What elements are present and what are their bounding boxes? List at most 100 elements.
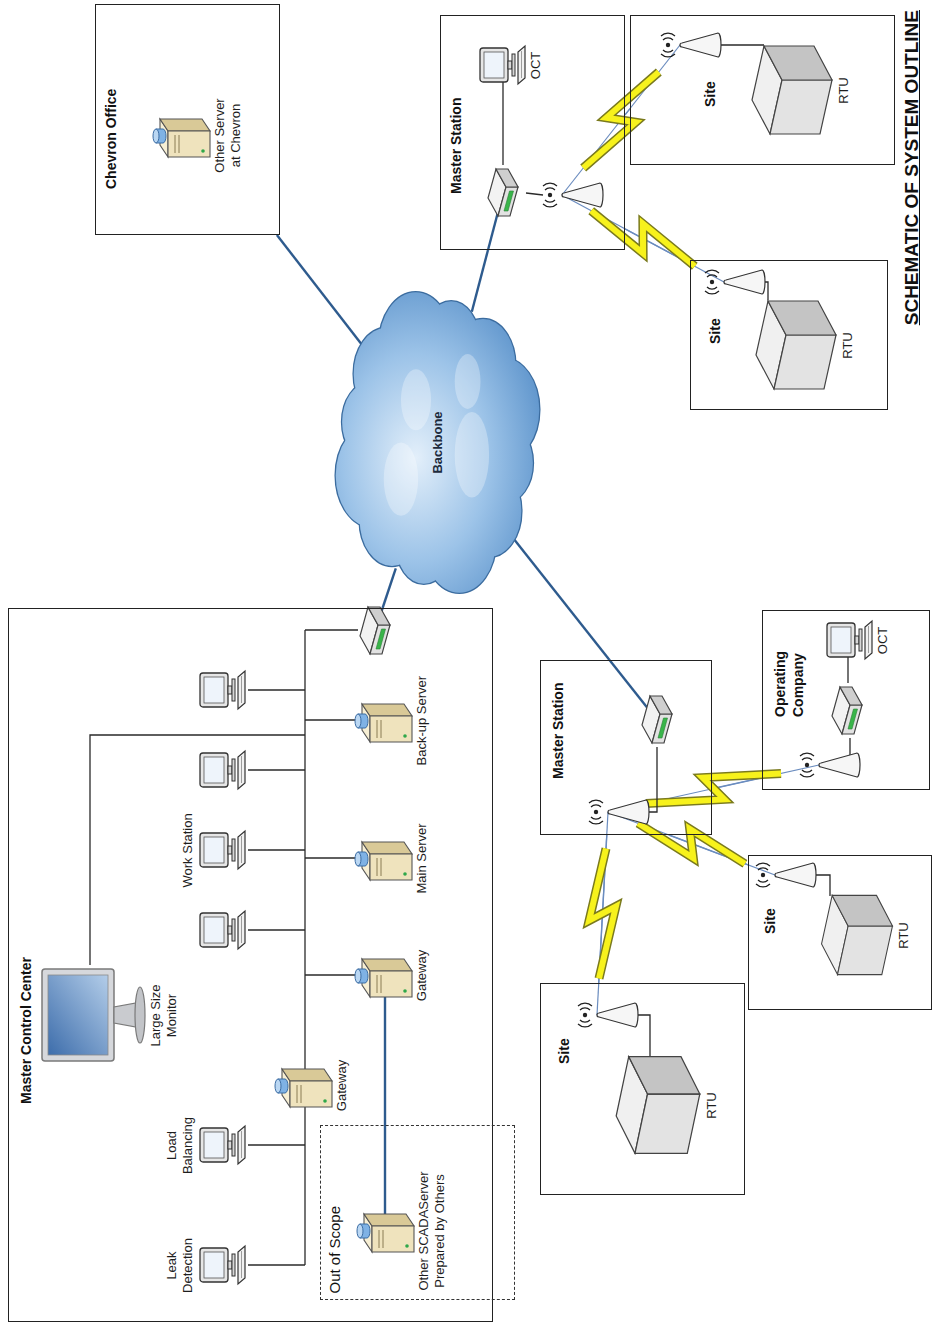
- device-icon: [198, 1121, 248, 1171]
- icon-graphic: [612, 1051, 704, 1161]
- box-heading: Site: [706, 318, 724, 344]
- device-label: Gateway: [334, 1060, 350, 1111]
- box-heading: Site: [555, 1038, 573, 1064]
- icon-graphic: [150, 108, 212, 163]
- heading-slot: Master Station: [447, 98, 465, 194]
- radio-path: [562, 195, 724, 282]
- icon-graphic: [38, 966, 148, 1066]
- device-icon: [38, 966, 148, 1066]
- icon-use: [355, 959, 412, 997]
- lightning-bolt-outline: [583, 72, 659, 168]
- icon-graphic: [198, 825, 248, 875]
- device-icon: [748, 41, 836, 141]
- rtu-unit: RTU: [818, 891, 912, 981]
- device-icon: [752, 296, 840, 396]
- lightning-bolt: [583, 72, 659, 168]
- icon-use: [200, 1247, 245, 1285]
- lightning-bolt: [589, 849, 616, 979]
- backbone-cloud: Backbone: [330, 290, 545, 595]
- heading-slot: Chevron Office: [102, 89, 120, 189]
- box-heading: Out of Scope: [326, 1206, 344, 1294]
- device-label: OCT: [528, 52, 544, 79]
- antenna-wire: [637, 1015, 650, 1056]
- icon-use: [616, 1057, 700, 1154]
- network-link: [277, 235, 366, 350]
- icon-use: [357, 1215, 414, 1253]
- device-icon: [272, 1058, 334, 1113]
- server: Back-up Server: [352, 676, 430, 766]
- lan-wire: [305, 719, 356, 720]
- device-icon: [818, 891, 896, 981]
- network-link: [384, 1003, 386, 1168]
- workstation: Work Station: [180, 813, 248, 887]
- icon-graphic: [352, 948, 414, 1003]
- out-of-scope-box: Out of ScopeOther SCADAServer Prepared b…: [320, 1126, 515, 1301]
- station-box: Master Station OCT: [440, 15, 625, 250]
- lan-wire: [248, 769, 305, 770]
- workstation-icon: [200, 751, 245, 789]
- box-heading: Operating Company: [771, 627, 807, 717]
- device-icon: [612, 1051, 704, 1161]
- heading-slot: Site: [555, 1038, 573, 1064]
- device-icon: [352, 831, 414, 886]
- antenna-icon: [589, 800, 649, 824]
- operator-terminal: OCT: [825, 616, 891, 666]
- lan-wire: [90, 735, 305, 965]
- device-label: Main Server: [414, 823, 430, 893]
- large-monitor: Large Size Monitor: [38, 966, 180, 1066]
- icon-graphic: [352, 831, 414, 886]
- icon-graphic: [752, 296, 840, 396]
- heading-slot: Site: [761, 908, 779, 934]
- lan-wire: [502, 82, 503, 165]
- station-box: Master Station: [540, 660, 712, 835]
- device-icon: [198, 825, 248, 875]
- lan-wire: [526, 193, 543, 195]
- rtu-unit: RTU: [752, 296, 856, 396]
- operator-terminal: OCT: [478, 41, 544, 91]
- lan-wire: [305, 974, 356, 975]
- device-label: Work Station: [180, 813, 196, 887]
- lightning-bolt-outline: [591, 211, 695, 267]
- antenna-icon: [800, 753, 860, 777]
- router-icon: [832, 687, 862, 734]
- wiring: [90, 45, 858, 1265]
- icon-graphic: [198, 1121, 248, 1171]
- diagram-title: SCHEMATIC OF SYSTEM OUTLINE: [901, 10, 922, 325]
- site-box: Site RTU: [748, 855, 932, 1010]
- company-box: Operating Company OCT: [762, 610, 930, 790]
- lightning-bolt: [646, 774, 781, 804]
- control-center-box: Master Control CenterLarge Size MonitorW…: [8, 608, 493, 1322]
- device-icon: [150, 108, 212, 163]
- heading-slot: Site: [701, 81, 719, 107]
- router-icon: [488, 169, 518, 216]
- box-heading: Chevron Office: [102, 89, 120, 189]
- site-box: SiteRTU: [690, 260, 888, 410]
- device-label: RTU: [840, 332, 856, 358]
- workstation-icon: [200, 911, 245, 949]
- workstation: Leak Detection: [164, 1230, 248, 1302]
- lan-wire: [248, 689, 305, 690]
- cloud-highlight: [384, 443, 418, 516]
- icon-use: [275, 1069, 332, 1107]
- icon-graphic: [818, 891, 896, 981]
- gateway-server: Gateway: [352, 948, 430, 1003]
- radio-path: [608, 812, 775, 875]
- icon-graphic: [198, 1241, 248, 1291]
- icon-graphic: [352, 693, 414, 748]
- box-heading: Site: [761, 908, 779, 934]
- server: Other Server at Chevron: [150, 95, 244, 177]
- lan-wire: [847, 656, 848, 683]
- heading-slot: Master Station: [549, 683, 567, 779]
- device-label: RTU: [836, 77, 852, 103]
- server: Main Server: [352, 823, 430, 893]
- workstation-icon: [200, 671, 245, 709]
- lan-wire: [305, 857, 356, 858]
- icon-graphic: [272, 1058, 334, 1113]
- device-label: Other Server at Chevron: [212, 95, 244, 177]
- lightning-bolt: [591, 211, 695, 267]
- gateway-server: Gateway: [272, 1058, 350, 1113]
- icon-use: [756, 302, 836, 390]
- icon-use: [42, 970, 145, 1062]
- icon-use: [153, 119, 210, 157]
